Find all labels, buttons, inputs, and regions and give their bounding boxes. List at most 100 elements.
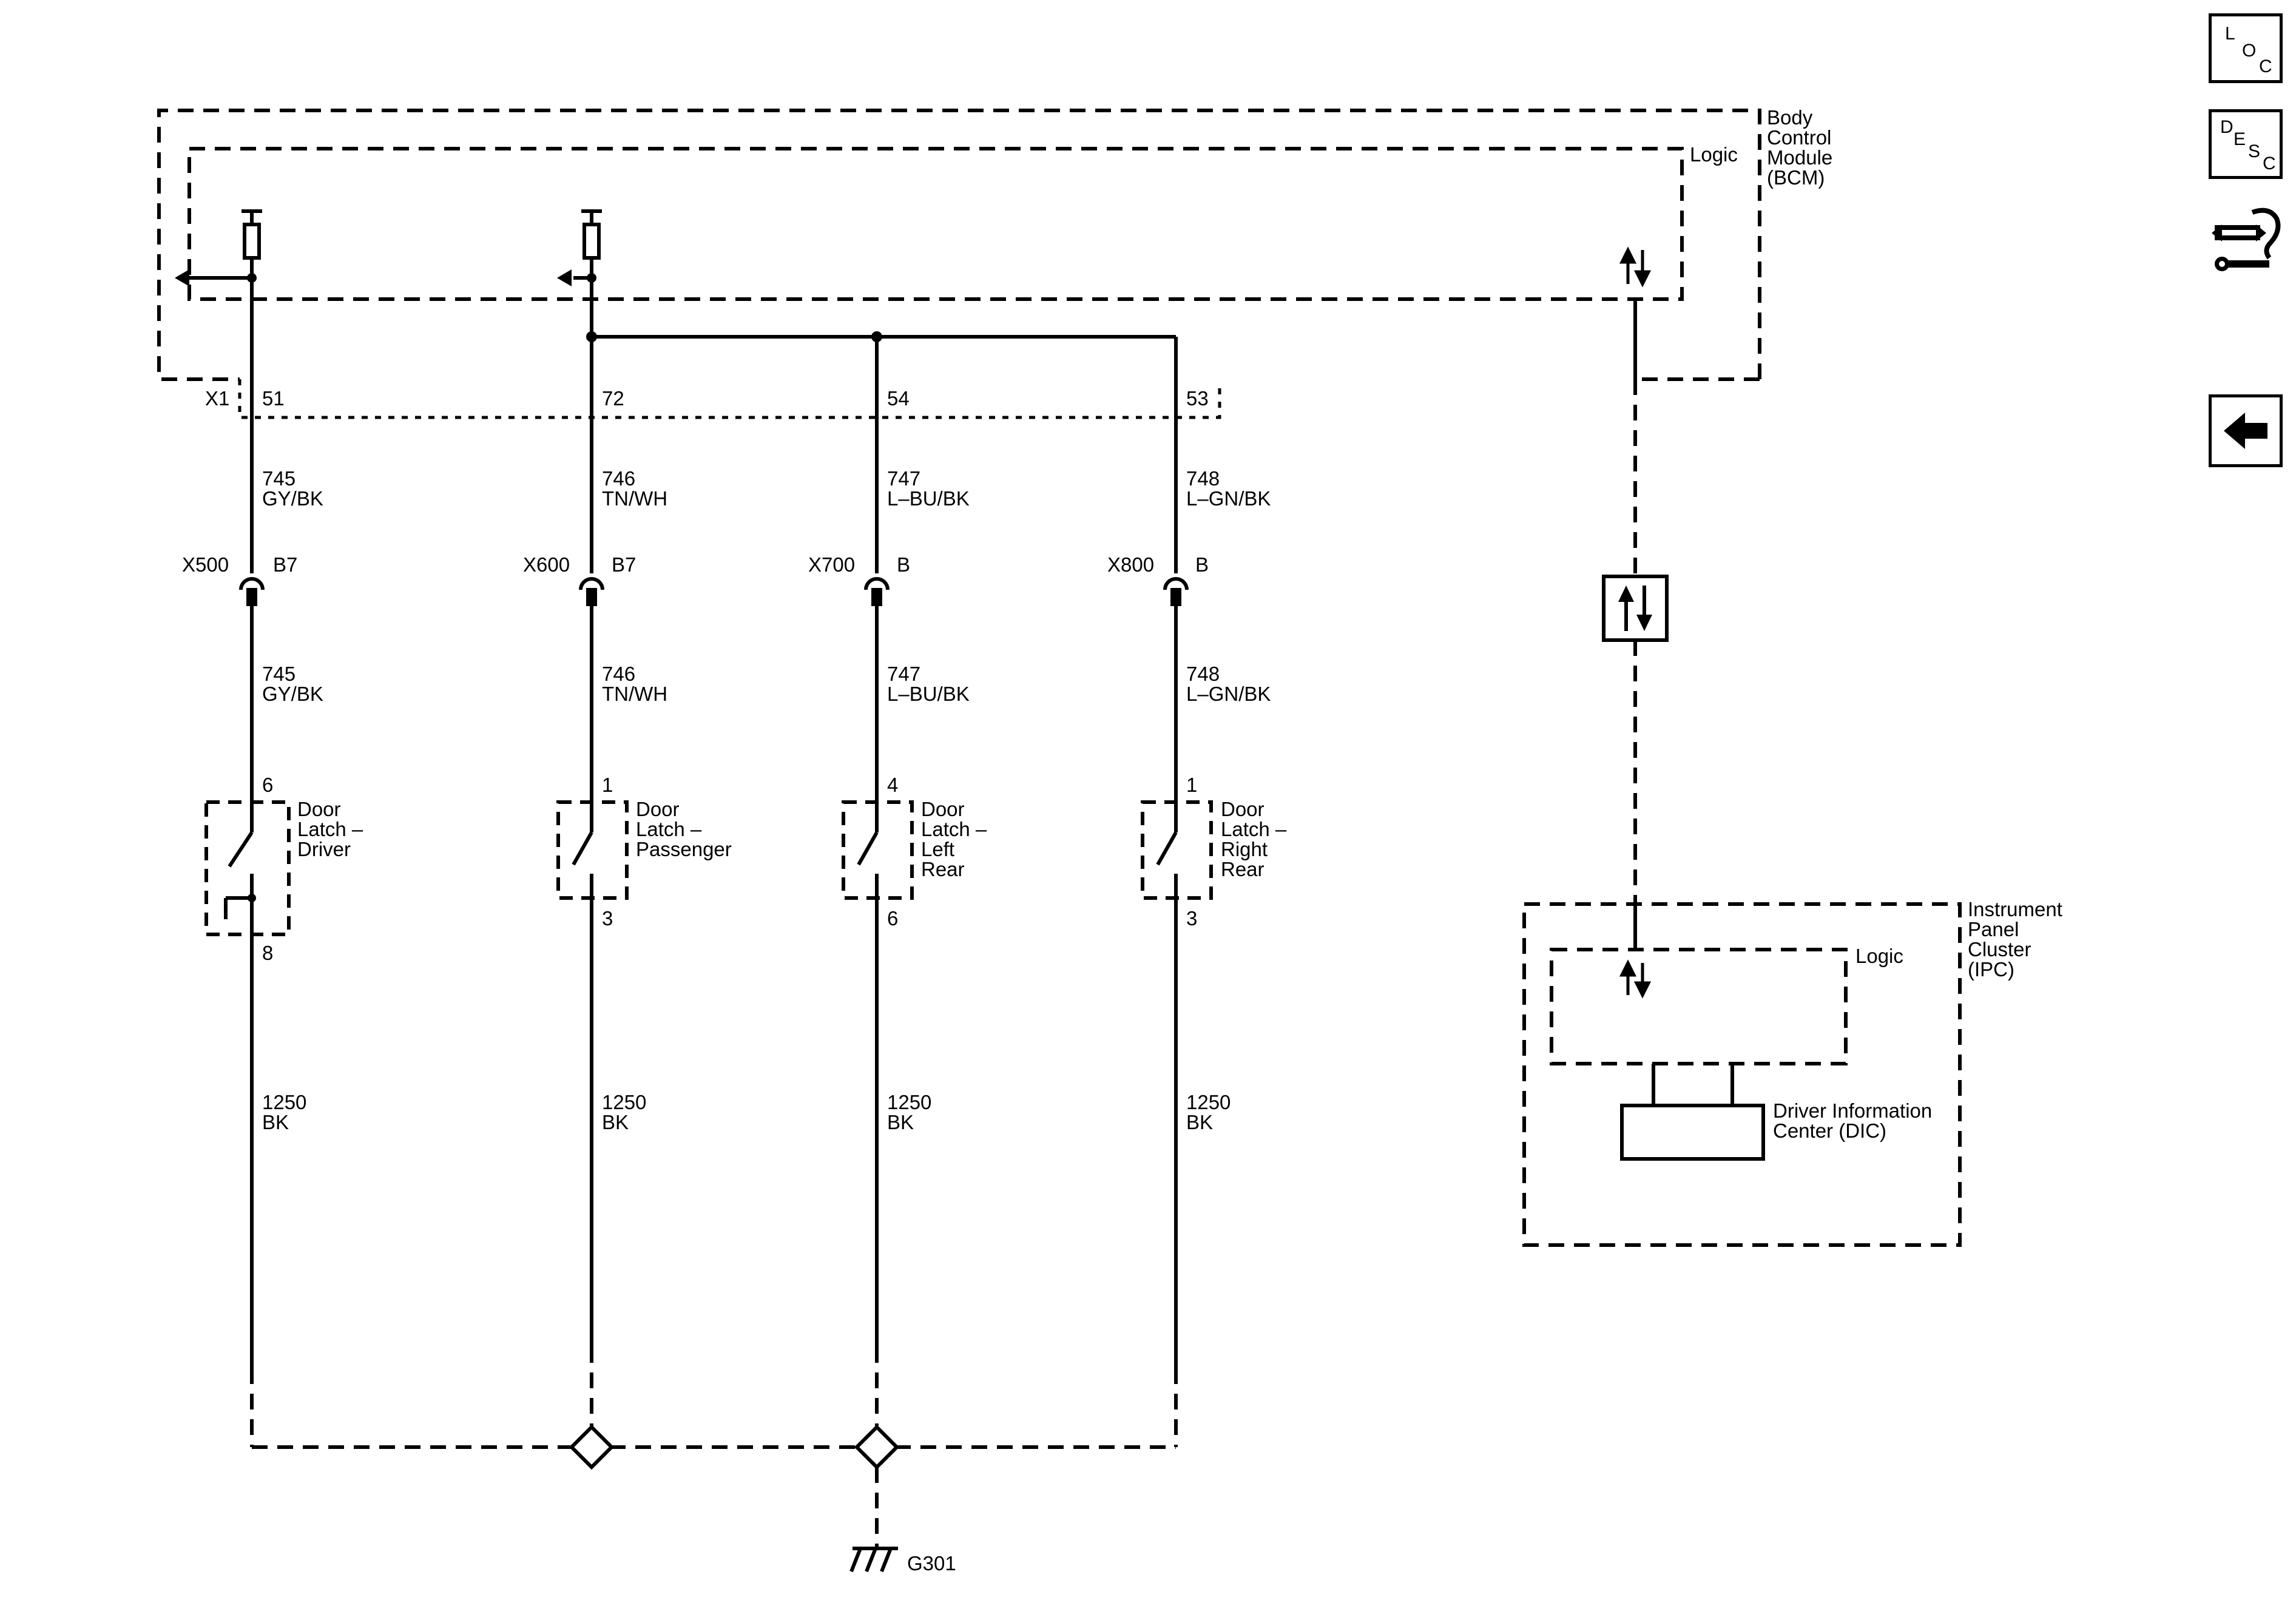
switch-label: Passenger bbox=[636, 838, 732, 860]
desc-letter-c: C bbox=[2263, 154, 2276, 174]
switch-pin-top: 4 bbox=[887, 774, 898, 796]
connector-end-view-button[interactable] bbox=[2209, 200, 2283, 279]
back-button[interactable] bbox=[2209, 394, 2283, 467]
switch-box-driver bbox=[204, 800, 291, 936]
bcm-name-line4: (BCM) bbox=[1767, 166, 1825, 189]
bcm-logic-label: Logic bbox=[1690, 143, 1738, 166]
ground-wire-id: 1250 bbox=[602, 1091, 646, 1113]
ground-wire-color: BK bbox=[1186, 1111, 1213, 1133]
switch-pin-top: 6 bbox=[262, 774, 273, 796]
x1-pin-53: 53 bbox=[1186, 387, 1209, 410]
switch-label: Left bbox=[921, 838, 954, 860]
switch-label: Latch – bbox=[1221, 818, 1287, 840]
switch-label: Driver bbox=[297, 838, 351, 860]
wire-id: 748 bbox=[1186, 467, 1220, 490]
desc-letter-s: S bbox=[2248, 141, 2261, 161]
wire-color: GY/BK bbox=[262, 487, 323, 510]
switch-label: Door bbox=[921, 798, 965, 820]
serial-data-symbol-icon bbox=[1602, 575, 1669, 642]
splice-dot bbox=[871, 331, 882, 342]
ipc-logic-label: Logic bbox=[1855, 945, 1903, 967]
ground-symbol-icon bbox=[849, 1547, 898, 1573]
wire-color: L–GN/BK bbox=[1186, 487, 1271, 510]
ipc-name-line1: Instrument bbox=[1968, 898, 2062, 920]
inline-connector-x700 bbox=[864, 577, 890, 606]
desc-button[interactable]: D E S C bbox=[2209, 109, 2283, 179]
inline-connector-label: X500 bbox=[182, 553, 229, 576]
inline-pin-label: B bbox=[897, 553, 910, 576]
switch-label: Door bbox=[1221, 798, 1264, 820]
wire-id: 748 bbox=[1186, 663, 1220, 685]
wire-color: TN/WH bbox=[602, 683, 667, 705]
switch-pin-top: 1 bbox=[1186, 774, 1197, 796]
bcm-name-line3: Module bbox=[1767, 146, 1832, 169]
wire-id: 745 bbox=[262, 663, 295, 685]
switch-label: Right bbox=[1221, 838, 1268, 860]
wire-color: TN/WH bbox=[602, 487, 667, 510]
wire-color: GY/BK bbox=[262, 683, 323, 705]
desc-letter-d: D bbox=[2220, 117, 2234, 137]
wire-color: L–BU/BK bbox=[887, 487, 970, 510]
bcm-name-line1: Body bbox=[1767, 106, 1813, 129]
switch-pin-bottom: 8 bbox=[262, 942, 273, 964]
switch-label: Door bbox=[636, 798, 680, 820]
inline-connector-x800 bbox=[1163, 577, 1189, 606]
x1-pin-51: 51 bbox=[262, 387, 285, 410]
wire-color: L–BU/BK bbox=[887, 683, 970, 705]
inline-connector-x500 bbox=[239, 577, 265, 606]
ground-wire-color: BK bbox=[602, 1111, 629, 1133]
wire-id: 745 bbox=[262, 467, 295, 490]
loc-letter-c: C bbox=[2259, 56, 2272, 76]
inline-connector-x600 bbox=[579, 577, 604, 606]
x1-connector-label: X1 bbox=[205, 387, 229, 410]
ground-wire-color: BK bbox=[887, 1111, 914, 1133]
wire-id: 746 bbox=[602, 467, 635, 490]
ground-wire-color: BK bbox=[262, 1111, 289, 1133]
wire-id: 747 bbox=[887, 663, 920, 685]
splice-dot bbox=[586, 331, 597, 342]
inline-connector-label: X600 bbox=[523, 553, 570, 576]
dic-label-line2: Center (DIC) bbox=[1773, 1119, 1886, 1142]
loc-letter-o: O bbox=[2242, 41, 2257, 61]
ground-label: G301 bbox=[907, 1552, 956, 1575]
ground-splice-diamond bbox=[854, 1424, 900, 1470]
ipc-serial-data-arrows-icon bbox=[1619, 959, 1652, 999]
desc-letter-e: E bbox=[2234, 129, 2246, 149]
switch-contact-driver bbox=[224, 800, 254, 933]
ground-splice-diamond bbox=[569, 1424, 615, 1470]
wire-id: 746 bbox=[602, 663, 635, 685]
connector-end-view-icon bbox=[2212, 208, 2281, 271]
switch-label: Rear bbox=[921, 858, 965, 880]
switch-label: Rear bbox=[1221, 858, 1264, 880]
switch-label: Latch – bbox=[636, 818, 702, 840]
dic-label-line1: Driver Information bbox=[1773, 1099, 1932, 1122]
x1-connector-outline bbox=[238, 379, 1221, 419]
ipc-name-line2: Panel bbox=[1968, 918, 2019, 940]
x1-pin-54: 54 bbox=[887, 387, 910, 410]
x1-pin-72: 72 bbox=[602, 387, 624, 410]
switch-pin-bottom: 3 bbox=[1186, 907, 1197, 930]
bcm-serial-data-arrows-icon bbox=[1619, 246, 1652, 288]
inline-pin-label: B bbox=[1195, 553, 1209, 576]
switch-label: Latch – bbox=[297, 818, 363, 840]
loc-letter-l: L bbox=[2225, 24, 2235, 44]
wire-id: 747 bbox=[887, 467, 920, 490]
inline-pin-label: B7 bbox=[273, 553, 297, 576]
inline-connector-label: X800 bbox=[1107, 553, 1154, 576]
switch-contact-left-rear bbox=[857, 800, 879, 900]
bcm-logic-box bbox=[187, 147, 1684, 301]
ground-wire-id: 1250 bbox=[887, 1091, 931, 1113]
ipc-name-line3: Cluster bbox=[1968, 938, 2031, 960]
ground-wire-id: 1250 bbox=[262, 1091, 306, 1113]
loc-button[interactable]: L O C bbox=[2209, 13, 2283, 83]
wire-color: L–GN/BK bbox=[1186, 683, 1271, 705]
switch-label: Latch – bbox=[921, 818, 987, 840]
ipc-boundary bbox=[1522, 902, 1962, 1247]
switch-label: Door bbox=[297, 798, 341, 820]
inline-connector-label: X700 bbox=[808, 553, 855, 576]
back-arrow-icon bbox=[2224, 413, 2267, 449]
inline-pin-label: B7 bbox=[612, 553, 636, 576]
switch-pin-bottom: 6 bbox=[887, 907, 898, 930]
bcm-boundary bbox=[157, 109, 1761, 381]
